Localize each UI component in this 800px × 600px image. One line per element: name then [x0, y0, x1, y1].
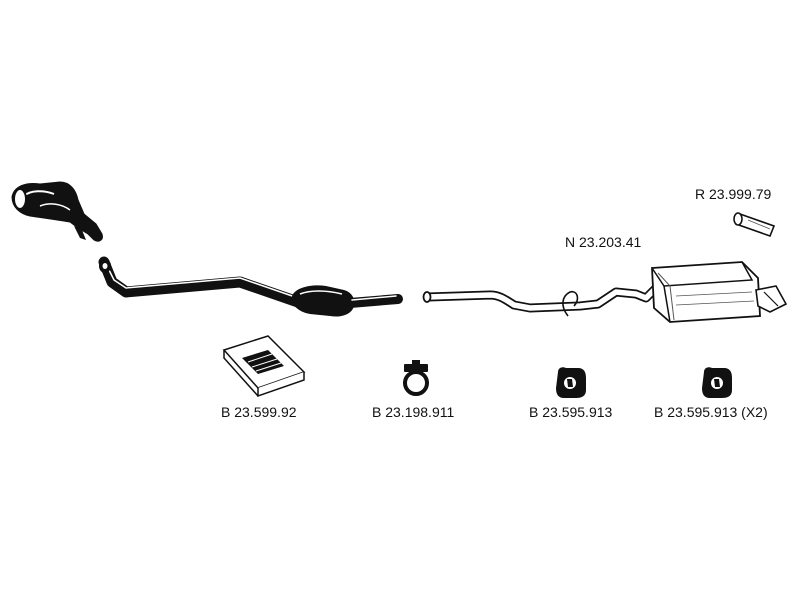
- front-manifold-part: [11, 181, 103, 242]
- tail-pipe-part: [733, 212, 776, 238]
- fitting-kit-part: [222, 335, 306, 398]
- front-pipe-catalyst-part: [98, 256, 403, 317]
- rear-silencer-assembly-part: [422, 261, 788, 323]
- tail-pipe-label: R 23.999.79: [695, 186, 772, 202]
- rubber-mount-pair-part: [702, 367, 732, 398]
- rear-silencer-label: N 23.203.41: [565, 234, 642, 250]
- clamp-label: B 23.198.911: [372, 404, 455, 420]
- rubber-mount-pair-label: B 23.595.913 (X2): [654, 404, 768, 420]
- fitting-kit-label: B 23.599.92: [221, 404, 297, 420]
- clamp-part: [403, 360, 429, 396]
- rubber-mount-part: [556, 367, 586, 398]
- rubber-mount-label: B 23.595.913: [529, 404, 613, 420]
